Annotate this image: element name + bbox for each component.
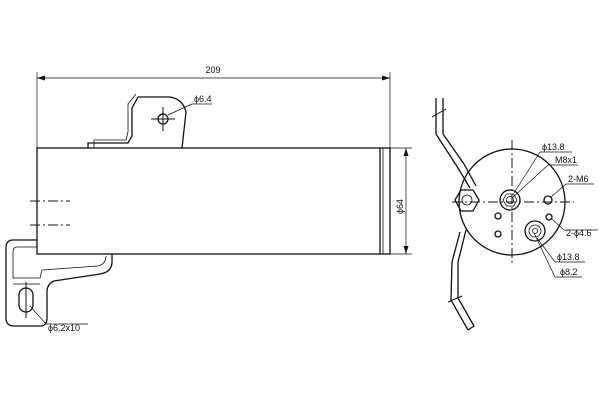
end-bracket (431, 98, 477, 331)
top-hole-label: ϕ6.4 (194, 94, 212, 104)
thread-label: M8x1 (555, 155, 577, 165)
port-upper-dia-label: ϕ13.8 (542, 142, 565, 152)
m6-hole (543, 195, 553, 205)
small-hole-c (545, 213, 553, 221)
cylinder-body (30, 147, 391, 255)
side-view: 209 ϕ6.4 ϕ64 (5, 65, 412, 333)
slot-label: ϕ6.2x10 (48, 323, 80, 333)
length-label: 209 (205, 65, 220, 75)
port-lower-dia-label: ϕ13.8 (557, 252, 580, 262)
bottom-bracket: ϕ6.2x10 (5, 239, 113, 333)
port-lower-bore-label: ϕ8.2 (560, 267, 578, 277)
diameter-label: ϕ64 (395, 199, 405, 214)
small-hole-a (494, 212, 502, 220)
top-bracket: ϕ6.4 (87, 93, 212, 149)
diameter-dimension: ϕ64 (390, 147, 412, 255)
mount-hole-label: 2-ϕ4.6 (566, 228, 592, 238)
length-dimension: 209 (36, 65, 391, 148)
hex-nut (454, 189, 480, 212)
mount-thread-label: 2-M6 (568, 174, 589, 184)
upper-port (499, 189, 521, 211)
small-hole-b (494, 230, 502, 238)
end-view-callouts: ϕ13.8 M8x1 2-M6 2-ϕ4.6 ϕ13.8 ϕ8.2 (511, 142, 598, 278)
lower-port (524, 220, 546, 242)
end-view: ϕ13.8 M8x1 2-M6 2-ϕ4.6 ϕ13.8 ϕ8.2 (431, 98, 598, 331)
